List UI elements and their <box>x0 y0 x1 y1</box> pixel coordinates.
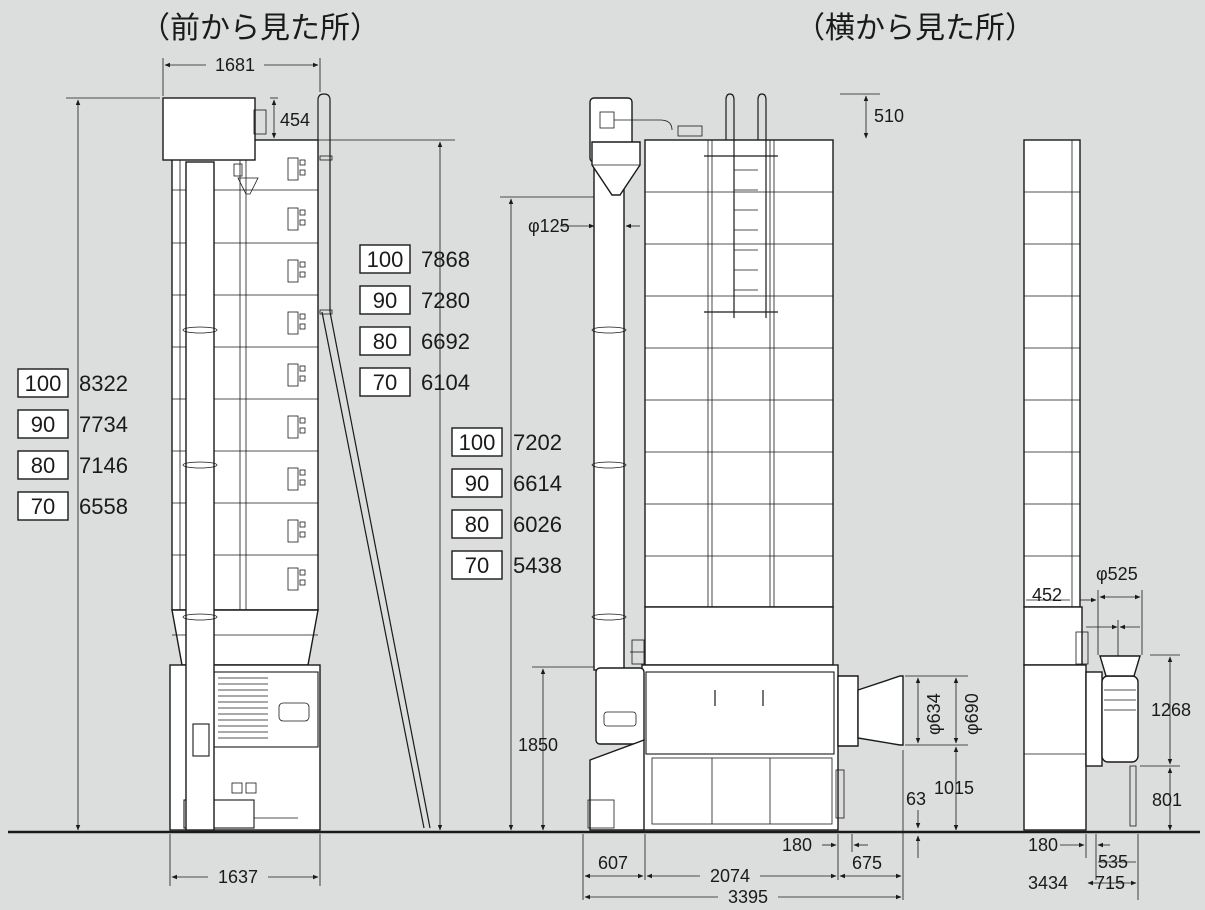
side-duct-center-height: 1015 <box>934 778 974 798</box>
side-pipe-diameter: φ125 <box>528 216 570 236</box>
model-label: 80 <box>31 453 55 478</box>
side-duct-outer-dia: φ690 <box>962 693 982 735</box>
side-height-table: 100 7202 90 6614 80 6026 70 5438 <box>451 427 562 580</box>
front-tank-height-table: 100 7868 90 7280 80 6692 70 6104 <box>359 244 470 397</box>
tank-row: 90 7280 <box>359 285 470 315</box>
height-value: 5438 <box>513 553 562 578</box>
side-view: 510 φ125 1850 φ634 φ690 1015 63 <box>500 93 982 907</box>
side-left-607: 607 <box>598 853 628 873</box>
side-total-3395: 3395 <box>728 887 768 905</box>
front-discharge-pipe <box>317 93 331 312</box>
side-access-panel <box>645 671 835 755</box>
front-top-hopper <box>162 97 256 161</box>
model-label: 80 <box>465 512 489 537</box>
height-value: 6614 <box>513 471 562 496</box>
height-value: 7146 <box>79 453 128 478</box>
front-base-width: 1637 <box>218 867 258 887</box>
side-overhang-675: 675 <box>852 853 882 873</box>
side-ground-clearance: 63 <box>906 789 926 809</box>
right-fan-hood <box>1099 655 1141 677</box>
right-total-3434: 3434 <box>1028 873 1068 893</box>
side-lower-height: 1850 <box>518 735 558 755</box>
right-fan-housing <box>1101 675 1139 763</box>
side-top-offset: 510 <box>874 106 904 126</box>
side-view-title: （横から見た所） <box>795 12 1035 45</box>
right-width-715: 715 <box>1095 873 1125 893</box>
right-width-535: 535 <box>1098 852 1128 872</box>
height-value: 6104 <box>421 370 470 395</box>
model-label: 90 <box>31 412 55 437</box>
side-tank-grid <box>645 140 833 607</box>
front-total-row: 100 8322 <box>17 368 128 398</box>
front-total-height-table: 100 8322 90 7734 80 7146 70 6558 <box>17 368 128 521</box>
tank-row: 100 7868 <box>359 244 470 274</box>
side-duct-collar <box>837 675 859 747</box>
side-burner-unit <box>595 667 645 745</box>
side-height-row: 80 6026 <box>451 509 562 539</box>
side-hopper-section <box>644 606 834 666</box>
side-tank-body <box>644 139 834 608</box>
front-view-title: （前から見た所） <box>140 12 380 45</box>
right-fan-diameter: φ525 <box>1096 564 1138 584</box>
front-burner-panel <box>213 671 319 748</box>
tank-row: 70 6104 <box>359 367 470 397</box>
front-total-row: 90 7734 <box>17 409 128 439</box>
tank-row: 80 6692 <box>359 326 470 356</box>
right-offset-180: 180 <box>1028 835 1058 855</box>
side-elevator-column <box>593 159 625 671</box>
front-elevator-column <box>185 161 215 831</box>
model-label: 80 <box>373 329 397 354</box>
right-offset-452: 452 <box>1032 585 1062 605</box>
front-total-row: 70 6558 <box>17 491 128 521</box>
front-view: 1681 454 1637 <box>66 55 455 887</box>
front-switch-1 <box>231 782 243 794</box>
height-value: 7868 <box>421 247 470 272</box>
front-vent-grille <box>218 677 268 739</box>
model-label: 70 <box>373 370 397 395</box>
side-height-row: 90 6614 <box>451 468 562 498</box>
front-hopper-height: 454 <box>280 110 310 130</box>
front-switch-2 <box>245 782 257 794</box>
height-value: 6558 <box>79 494 128 519</box>
right-tank-body <box>1023 139 1081 608</box>
right-height-801: 801 <box>1152 790 1182 810</box>
height-value: 6026 <box>513 512 562 537</box>
model-label: 70 <box>31 494 55 519</box>
front-inspection-window <box>278 702 310 722</box>
height-value: 7734 <box>79 412 128 437</box>
height-value: 6692 <box>421 329 470 354</box>
model-label: 90 <box>465 471 489 496</box>
right-height-1268: 1268 <box>1151 700 1191 720</box>
side-ladder <box>704 93 778 318</box>
side-height-row: 70 5438 <box>451 550 562 580</box>
front-total-row: 80 7146 <box>17 450 128 480</box>
side-duct-inner-dia: φ634 <box>924 693 944 735</box>
front-indicator-lights <box>287 157 306 591</box>
model-label: 100 <box>459 430 496 455</box>
side-offset-180: 180 <box>782 835 812 855</box>
model-label: 70 <box>465 553 489 578</box>
model-label: 100 <box>25 371 62 396</box>
height-value: 7280 <box>421 288 470 313</box>
right-partial-view: φ525 452 1268 801 180 535 3434 715 <box>1023 139 1191 900</box>
side-burner-base <box>589 738 645 831</box>
front-top-width: 1681 <box>215 55 255 75</box>
side-height-row: 100 7202 <box>451 427 562 457</box>
model-label: 100 <box>367 247 404 272</box>
front-elevator-motor <box>192 723 210 757</box>
right-fan-flange <box>1085 671 1103 767</box>
right-base-unit <box>1023 664 1087 831</box>
height-value: 8322 <box>79 371 128 396</box>
side-mid-2074: 2074 <box>710 866 750 886</box>
side-exhaust-duct <box>857 675 904 746</box>
height-value: 7202 <box>513 430 562 455</box>
model-label: 90 <box>373 288 397 313</box>
